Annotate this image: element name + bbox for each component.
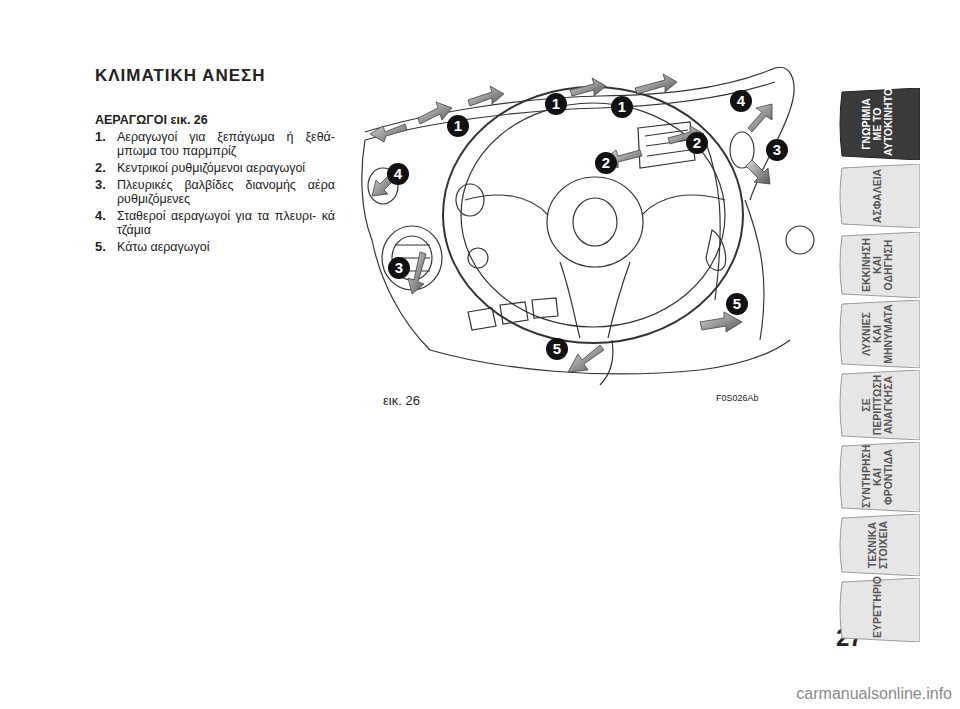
figure-caption: εικ. 26	[383, 393, 420, 408]
section-tab: ΓΝΩΡΙΜΙΑ ΜΕ ΤΟ ΑΥΤΟΚΙΝΗΤΟ	[836, 88, 920, 160]
watermark: carmanualsonline.info	[796, 685, 952, 703]
item-number: 4.	[95, 209, 117, 237]
callout-number: 3	[766, 139, 788, 161]
section-tab: ΣΕ ΠΕΡΙΠΤΩΣΗ ΑΝΑΓΚΗΣΑ	[836, 370, 920, 440]
item-number: 1.	[95, 130, 117, 158]
tab-label: ΕΥΡΕΤΉΡΙΟ	[872, 582, 883, 638]
tab-label: ΤΕΧΝΙΚΑ ΣΤΟΙΧΕΙΑ	[867, 518, 889, 572]
figure-code: F0S026Ab	[716, 393, 759, 403]
callout-number: 5	[546, 338, 568, 360]
tab-label: ΣΕ ΠΕΡΙΠΤΩΣΗ ΑΝΑΓΚΗΣΑ	[861, 374, 894, 436]
section-tab: ΤΕΧΝΙΚΑ ΣΤΟΙΧΕΙΑ	[836, 514, 920, 576]
tab-label: ΓΝΩΡΙΜΙΑ ΜΕ ΤΟ ΑΥΤΟΚΙΝΗΤΟ	[861, 92, 894, 156]
callout-number: 2	[595, 152, 617, 174]
callout-number: 2	[686, 132, 708, 154]
section-heading: ΑΕΡΑΓΩΓΟΙ εικ. 26	[95, 113, 335, 127]
section-tab: ΕΥΡΕΤΉΡΙΟ	[836, 578, 920, 642]
item-number: 5.	[95, 240, 117, 254]
item-number: 2.	[95, 161, 117, 175]
callout-number: 1	[447, 115, 469, 137]
callout-number: 4	[387, 163, 409, 185]
list-item: 5.Κάτω αεραγωγοί	[95, 240, 335, 254]
callout-number: 4	[730, 90, 752, 112]
item-text: Πλευρικές βαλβίδες διανομής αέρα ρυθμιζό…	[117, 178, 335, 206]
list-item: 3.Πλευρικές βαλβίδες διανομής αέρα ρυθμι…	[95, 178, 335, 206]
page-title: ΚΛΙΜΑΤΙΚΗ ΑΝΕΣΗ	[95, 66, 266, 86]
section-tab: ΣΥΝΤΗΡΗΣΗ ΚΑΙ ΦΡΟΝΤΙΔΑ	[836, 442, 920, 512]
item-text: Σταθεροί αεραγωγοί για τα πλευρι- κά τζά…	[117, 209, 335, 237]
item-text: Κάτω αεραγωγοί	[117, 240, 335, 254]
section-tab: ΕΚΚΙΝΗΣΗ ΚΑΙ ΟΔΗΓΗΣΗ	[836, 232, 920, 298]
list-item: 4.Σταθεροί αεραγωγοί για τα πλευρι- κά τ…	[95, 209, 335, 237]
item-text: Αεραγωγοί για ξεπάγωμα ή ξεθά- μπωμα του…	[117, 130, 335, 158]
list-item: 1.Αεραγωγοί για ξεπάγωμα ή ξεθά- μπωμα τ…	[95, 130, 335, 158]
callout-number: 1	[545, 93, 567, 115]
item-number: 3.	[95, 178, 117, 206]
section-tab: ΛΥΧΝΙΕΣ ΚΑΙ ΜΗΝΥΜΑΤΑ	[836, 300, 920, 368]
tab-label: ΣΥΝΤΗΡΗΣΗ ΚΑΙ ΦΡΟΝΤΙΔΑ	[861, 446, 894, 508]
tab-label: ΑΣΦΑΛΕΙΑ	[872, 168, 883, 224]
tab-label: ΛΥΧΝΙΕΣ ΚΑΙ ΜΗΝΥΜΑΤΑ	[861, 304, 894, 364]
section-tab: ΑΣΦΑΛΕΙΑ	[836, 164, 920, 228]
callout-number: 1	[611, 96, 633, 118]
callout-number: 3	[388, 257, 410, 279]
tab-label: ΕΚΚΙΝΗΣΗ ΚΑΙ ΟΔΗΓΗΣΗ	[861, 236, 894, 294]
item-text: Κεντρικοί ρυθμιζόμενοι αεραγωγοί	[117, 161, 335, 175]
list-item: 2.Κεντρικοί ρυθμιζόμενοι αεραγωγοί	[95, 161, 335, 175]
callout-number: 5	[726, 293, 748, 315]
vent-list: ΑΕΡΑΓΩΓΟΙ εικ. 26 1.Αεραγωγοί για ξεπάγωμ…	[95, 113, 335, 257]
